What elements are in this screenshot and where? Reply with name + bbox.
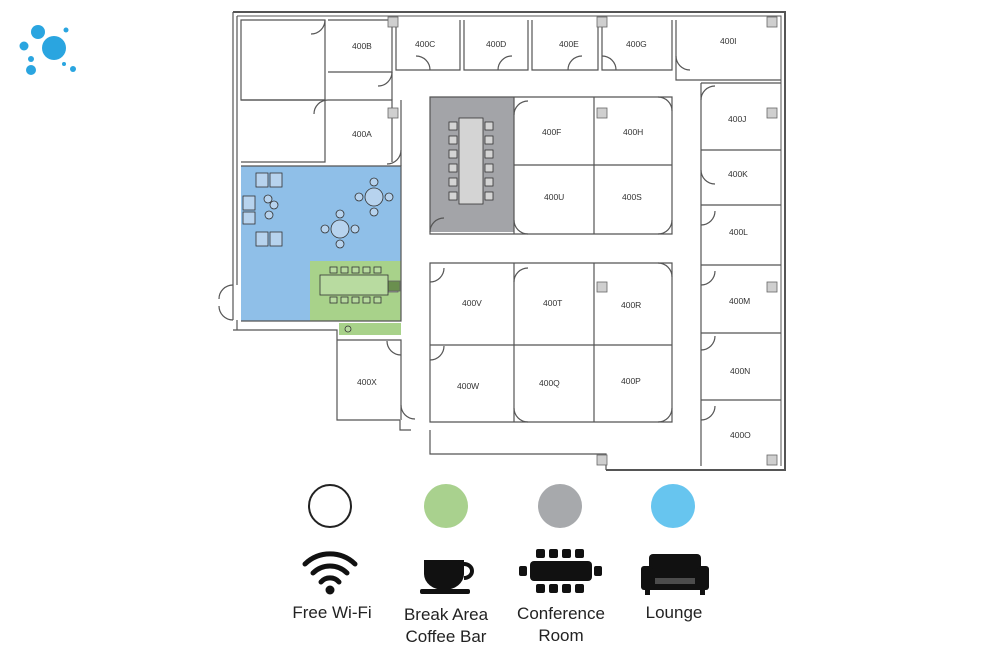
room-label-400b: 400B: [352, 41, 372, 51]
coffee-bar: [339, 323, 401, 335]
room-label-400u: 400U: [544, 192, 564, 202]
room-label-400s: 400S: [622, 192, 642, 202]
floor-plan: 400B 400C 400D 400E 400G 400I 400A 400F …: [218, 11, 786, 471]
legend-label-conference-line2: Room: [538, 626, 584, 645]
legend-label-conference-line1: Conference: [517, 604, 605, 623]
legend-swatch-conference: [538, 484, 582, 528]
legend-label-break-line1: Break Area: [403, 605, 489, 624]
room-label-400n: 400N: [730, 366, 750, 376]
legend-label-break-line2: Coffee Bar: [405, 627, 487, 646]
legend-swatch-lounge: [651, 484, 695, 528]
room-label-400q: 400Q: [539, 378, 560, 388]
room-label-400t: 400T: [543, 298, 562, 308]
room-label-400c: 400C: [415, 39, 435, 49]
room-label-400x: 400X: [357, 377, 377, 387]
legend-swatch-wifi: [308, 484, 352, 528]
room-label-400v: 400V: [462, 298, 482, 308]
room-label-400k: 400K: [728, 169, 748, 179]
coffee-cup-icon: [420, 560, 474, 594]
room-label-400e: 400E: [559, 39, 579, 49]
room-label-400a: 400A: [352, 129, 372, 139]
legend-label-break-area: Break Area Coffee Bar: [376, 604, 516, 648]
legend-label-lounge-line1: Lounge: [645, 603, 703, 622]
room-label-400o: 400O: [730, 430, 751, 440]
company-logo: [19, 25, 76, 75]
room-label-400l: 400L: [729, 227, 748, 237]
legend-label-wifi-line1: Free Wi-Fi: [292, 603, 372, 622]
legend-label-lounge: Lounge: [604, 602, 744, 624]
room-label-400p: 400P: [621, 376, 641, 386]
room-label-400h: 400H: [623, 127, 643, 137]
legend-label-wifi: Free Wi-Fi: [262, 602, 402, 624]
conference-table-icon: [519, 549, 602, 593]
room-label-400m: 400M: [729, 296, 750, 306]
legend-swatch-break-area: [424, 484, 468, 528]
room-label-400g: 400G: [626, 39, 647, 49]
room-label-400i: 400I: [720, 36, 737, 46]
room-label-400w: 400W: [457, 381, 479, 391]
room-label-400d: 400D: [486, 39, 506, 49]
wifi-icon: [302, 551, 358, 595]
sofa-icon: [641, 554, 709, 595]
room-label-400j: 400J: [728, 114, 746, 124]
room-label-400f: 400F: [542, 127, 561, 137]
room-label-400r: 400R: [621, 300, 641, 310]
legend-label-conference: Conference Room: [491, 603, 631, 647]
